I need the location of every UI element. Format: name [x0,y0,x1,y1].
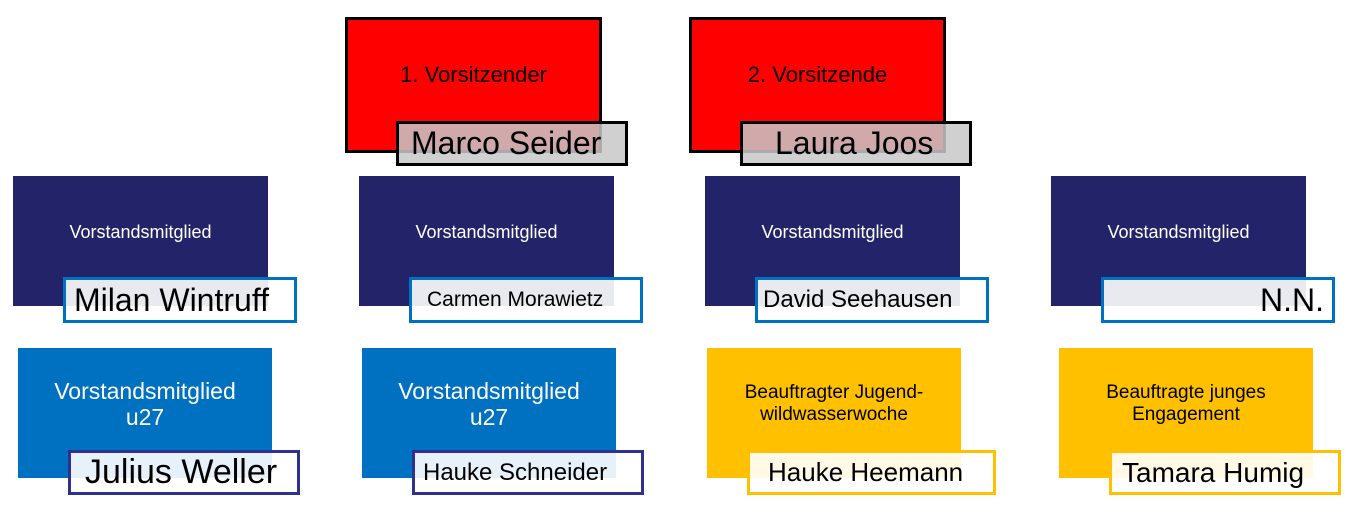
name-box-board-4: N.N. [1101,277,1335,323]
role-label-line2: u27 [469,404,509,430]
role-label-line2: Engagement [1132,404,1240,425]
name-box-delegate-1: Hauke Heemann [747,450,996,495]
person-name: Tamara Humig [1122,456,1305,488]
role-label: Vorstandsmitglied [761,221,904,242]
person-name: Carmen Morawietz [427,288,604,311]
name-box-chair-1: Marco Seider [396,121,628,166]
name-box-board-3: David Seehausen [755,277,989,323]
role-label-line1: Vorstandsmitglied [54,377,236,404]
role-label: 1. Vorsitzender [400,62,547,88]
name-box-youth-2: Hauke Schneider [412,450,644,495]
role-label-line1: Vorstandsmitglied [398,377,580,404]
person-name: Milan Wintruff [74,281,270,318]
name-box-delegate-2: Tamara Humig [1109,450,1341,495]
person-name: Julius Weller [85,453,278,491]
role-label: Vorstandsmitglied [69,221,212,242]
person-name: Marco Seider [411,125,602,161]
role-label-line2: u27 [125,404,165,430]
role-label: Vorstandsmitglied [1107,221,1250,242]
role-label-line1: Beauftragte junges [1106,382,1266,404]
person-name: Laura Joos [775,125,934,161]
name-box-board-2: Carmen Morawietz [409,277,643,323]
name-box-youth-1: Julius Weller [68,450,300,495]
person-name: Hauke Schneider [423,458,608,486]
person-name: David Seehausen [763,286,953,313]
person-name: Hauke Heemann [768,457,964,487]
role-label-line1: Beauftragter Jugend- [744,382,924,404]
role-label-line2: wildwasserwoche [760,404,908,425]
role-label: Vorstandsmitglied [415,221,558,242]
name-box-board-1: Milan Wintruff [63,277,297,323]
name-box-chair-2: Laura Joos [740,121,972,166]
person-name: N.N. [1260,281,1324,318]
role-label: 2. Vorsitzende [747,62,888,88]
